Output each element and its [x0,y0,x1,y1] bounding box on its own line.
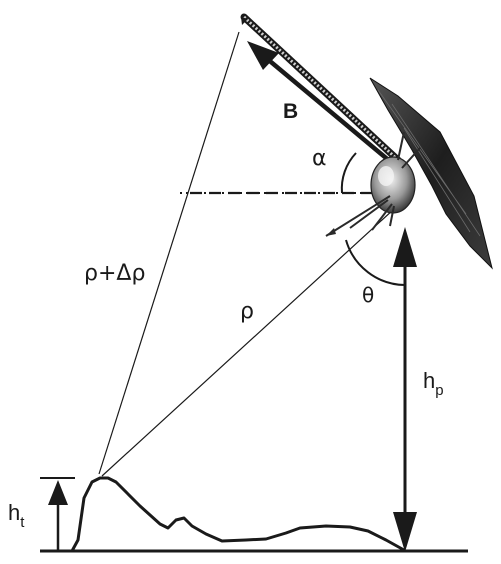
baseline-label: B [283,100,298,123]
alpha-angle-arc [340,152,357,194]
rho-plus-delta-ray [98,31,240,475]
rho-ray [101,208,395,477]
ht-arrow-head [48,480,68,505]
theta-label: θ [362,283,374,307]
baseline-vector-arrow [247,41,394,165]
rho-label: ρ [240,299,254,324]
hp-label: hp [423,368,444,399]
hp-arrow-head-bottom [393,512,417,552]
theta-angle-arc [345,239,406,286]
rho-plus-delta-rho-label: ρ+Δρ [84,261,145,286]
terrain-profile [70,476,405,552]
satellite-icon [325,77,493,270]
alpha-label: α [312,146,327,171]
ht-label: ht [8,500,25,531]
baseline-boom [240,13,402,164]
hp-arrow-head-top [393,227,417,267]
